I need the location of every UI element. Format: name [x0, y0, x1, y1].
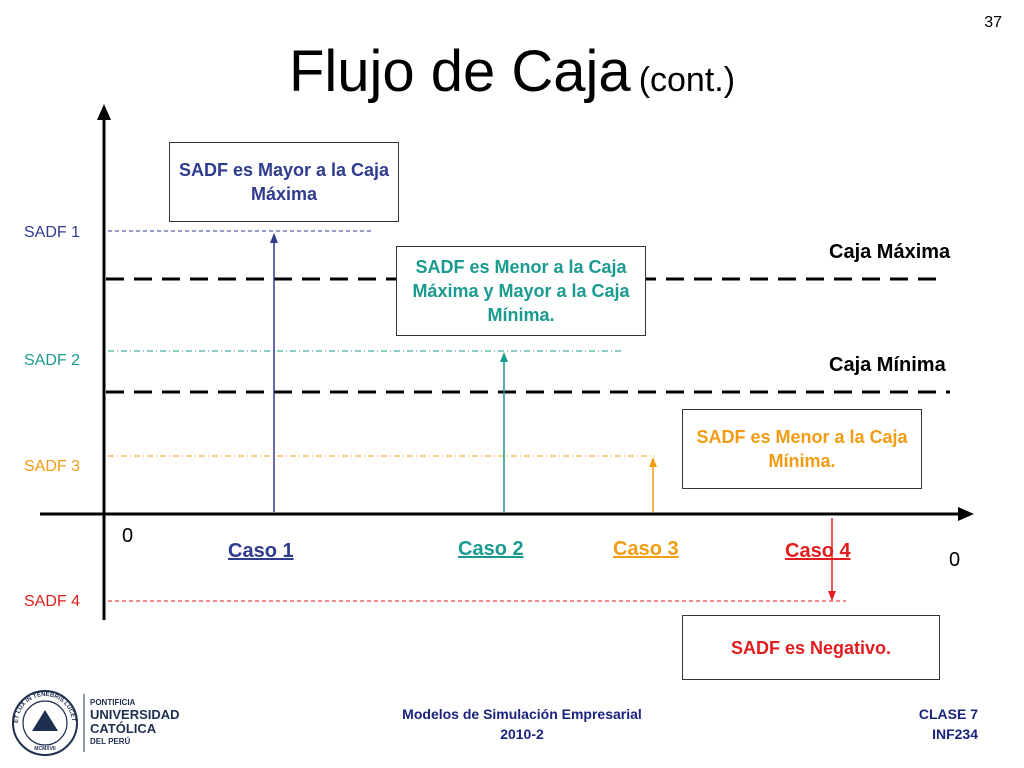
seal-emblem-icon — [32, 710, 58, 731]
case4-arrowhead — [828, 591, 836, 601]
logo-line1: PONTIFICIA — [90, 698, 136, 707]
footer-course: Modelos de Simulación Empresarial 2010-2 — [312, 704, 732, 744]
title-sub: (cont.) — [638, 61, 736, 99]
case1-arrowhead — [270, 233, 278, 243]
caso2-label: Caso 2 — [458, 538, 524, 560]
origin-zero-y: 0 — [122, 525, 134, 547]
case2-box: SADF es Menor a la Caja Máxima y Mayor a… — [396, 246, 646, 336]
footer-class-number: CLASE 7 — [918, 706, 978, 722]
caso3-label: Caso 3 — [613, 538, 679, 560]
slide-number: 37 — [984, 14, 1002, 31]
sadf4-label: SADF 4 — [24, 593, 81, 610]
footer-course-code: INF234 — [932, 726, 978, 742]
logo-year: MCMXVII — [34, 746, 56, 752]
origin-zero-x: 0 — [949, 549, 961, 571]
x-axis-arrowhead — [958, 507, 974, 521]
footer-term: 2010-2 — [500, 726, 544, 742]
caja-minima-label: Caja Mínima — [829, 354, 946, 376]
logo-line2: UNIVERSIDAD — [90, 707, 180, 722]
footer-class: CLASE 7 INF234 — [919, 704, 978, 744]
slide-title: Flujo de Caja(cont.) — [0, 38, 1024, 105]
sadf3-label: SADF 3 — [24, 458, 81, 475]
caso4-label: Caso 4 — [785, 540, 851, 562]
logo-line4: DEL PERÚ — [90, 737, 131, 746]
y-axis-arrowhead — [97, 104, 111, 120]
sadf2-label: SADF 2 — [24, 352, 81, 369]
case4-box: SADF es Negativo. — [682, 615, 940, 680]
logo-line3: CATÓLICA — [90, 721, 157, 736]
case3-box: SADF es Menor a la Caja Mínima. — [682, 409, 922, 489]
footer-course-name: Modelos de Simulación Empresarial — [402, 706, 642, 722]
case1-box: SADF es Mayor a la Caja Máxima — [169, 142, 399, 222]
caja-maxima-label: Caja Máxima — [829, 241, 951, 263]
university-logo: ET LUX IN TENEBRIS LUCET MCMXVII PONTIFI… — [12, 690, 180, 756]
caso1-label: Caso 1 — [228, 540, 294, 562]
case2-arrowhead — [500, 352, 508, 362]
sadf1-label: SADF 1 — [24, 224, 81, 241]
title-main: Flujo de Caja — [288, 39, 631, 104]
case3-arrowhead — [649, 457, 657, 467]
